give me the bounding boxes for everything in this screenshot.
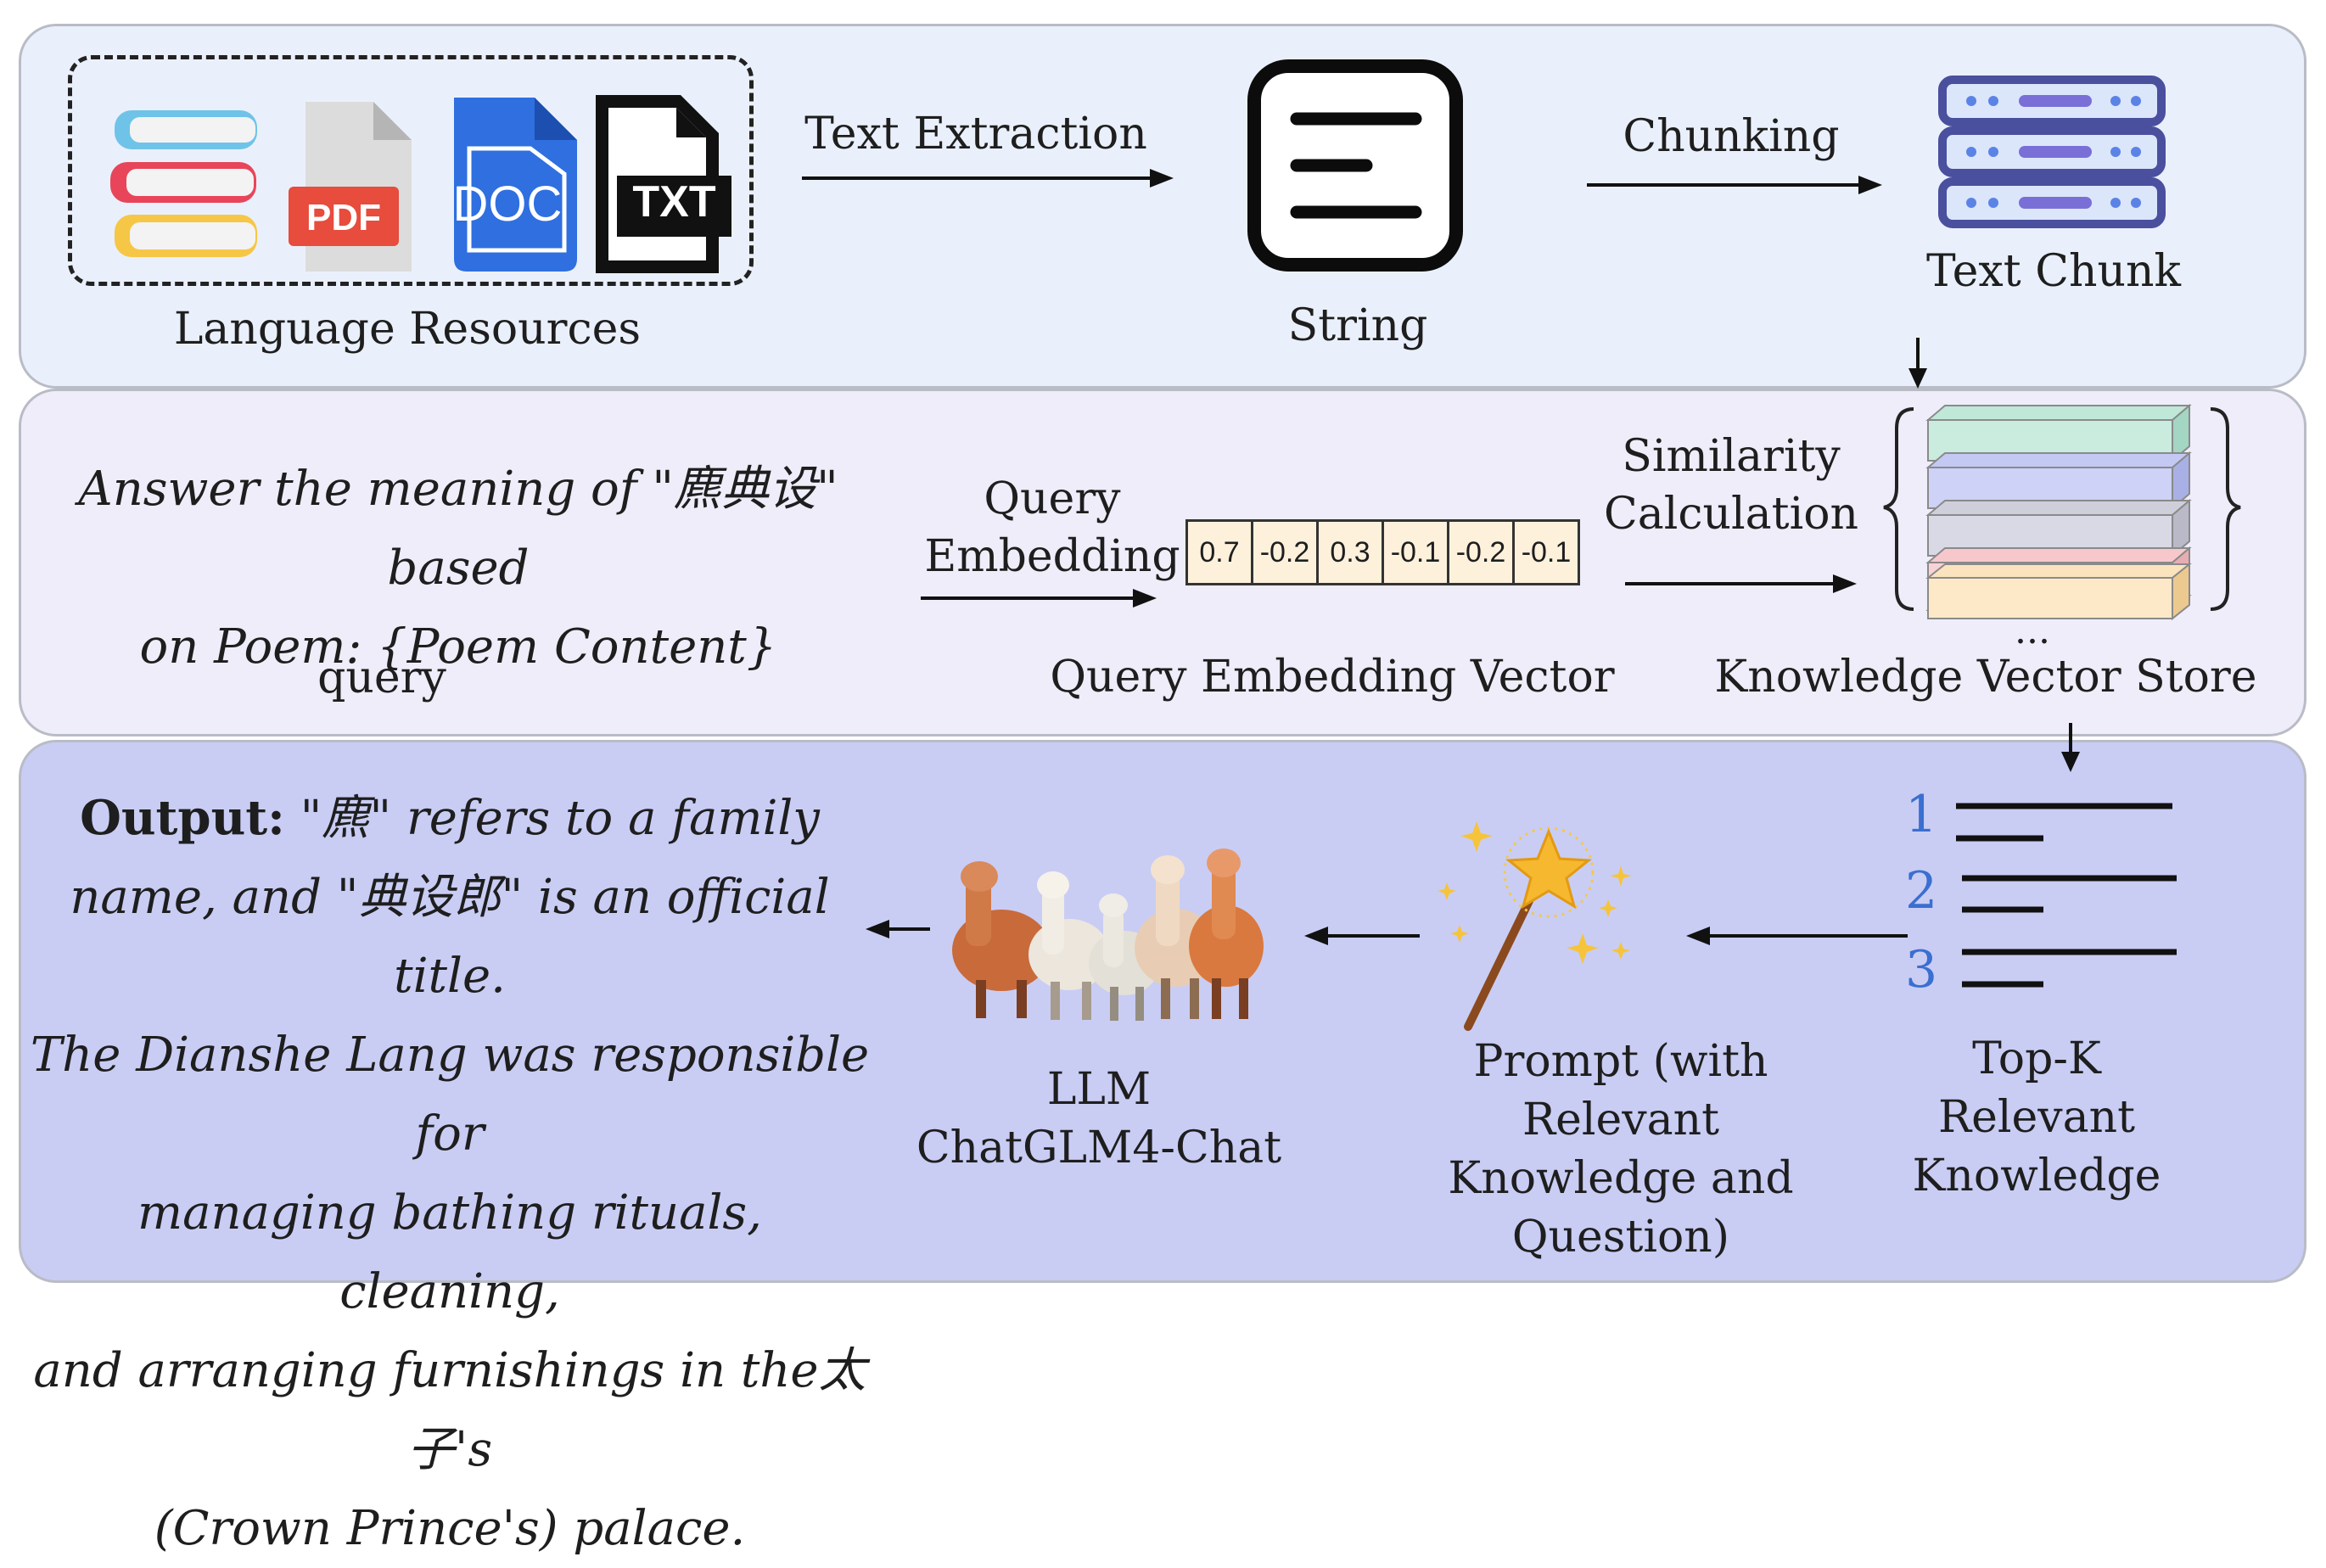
llm-label-line1: LLM: [1046, 1064, 1152, 1115]
query-embedding-label-line1: Query: [984, 473, 1121, 524]
similarity-label-line2: Calculation: [1604, 489, 1858, 540]
chunking-label: Chunking: [1623, 111, 1840, 162]
similarity-label-line1: Similarity: [1622, 431, 1841, 482]
query-embedding-vector: 0.7 -0.2 0.3 -0.1 -0.2 -0.1: [1185, 519, 1580, 585]
text-extraction-label: Text Extraction: [804, 109, 1147, 160]
topk-label-line2: Relevant: [1937, 1092, 2136, 1143]
vector-cell: 0.3: [1319, 522, 1384, 583]
vector-cell: -0.1: [1515, 522, 1578, 583]
query-text-line1: Answer the meaning of "麃典设" based: [78, 462, 838, 596]
arrow-extraction: [802, 169, 1174, 188]
output-label: Output:: [80, 790, 285, 846]
prompt-label-line2: Relevant: [1522, 1095, 1720, 1145]
pdf-icon: [289, 102, 412, 272]
rank-3: 3: [1905, 940, 1938, 1000]
books-icon: [110, 110, 257, 257]
arrow-similarity: [1625, 574, 1857, 593]
vector-store-ellipsis: ...: [2015, 609, 2050, 652]
topk-label-line1: Top-K: [1972, 1033, 2101, 1084]
ranked-list-icon: [1956, 803, 2177, 988]
arrow-chunking: [1587, 176, 1882, 194]
panel-retrieval: [19, 389, 2306, 736]
rank-1: 1: [1905, 785, 1938, 844]
txt-icon: [596, 95, 731, 273]
output-line1: Output: "麃" refers to a family: [25, 779, 874, 858]
output-line1-text: "麃" refers to a family: [284, 791, 820, 846]
output-text: Output: "麃" refers to a family name, and…: [25, 779, 874, 1568]
query-text: Answer the meaning of "麃典设" based on Poe…: [25, 450, 891, 686]
language-resources-label: Language Resources: [173, 304, 642, 355]
text-chunk-label: Text Chunk: [1926, 246, 2181, 297]
knowledge-vector-store-label: Knowledge Vector Store: [1714, 652, 2257, 703]
vector-cell: -0.1: [1384, 522, 1449, 583]
string-icon: [1247, 59, 1463, 272]
prompt-label-line4: Question): [1511, 1212, 1730, 1263]
pdf-label: PDF: [306, 197, 381, 238]
magic-wand-icon: [1438, 821, 1632, 1031]
output-line2: name, and "典设郎" is an official title.: [70, 870, 830, 1004]
llamas-illustration: [952, 848, 1264, 1021]
query-label: query: [317, 652, 446, 703]
vector-cell: -0.2: [1253, 522, 1319, 583]
prompt-label-line1: Prompt (with: [1473, 1036, 1768, 1087]
arrow-to-vector-store: [1908, 338, 1927, 389]
rank-2: 2: [1905, 861, 1938, 921]
vector-cell: -0.2: [1449, 522, 1515, 583]
arrow-to-topk: [2061, 723, 2080, 772]
doc-label: DOC: [452, 176, 563, 232]
prompt-label-line3: Knowledge and: [1448, 1153, 1794, 1204]
topk-label-line3: Knowledge: [1912, 1151, 2161, 1201]
output-line4: managing bathing rituals, cleaning,: [137, 1185, 762, 1319]
llm-label-line2: ChatGLM4-Chat: [916, 1123, 1282, 1173]
query-embedding-label-line2: Embedding: [924, 531, 1180, 582]
server-stack-icon: [1938, 76, 2166, 228]
doc-icon: [454, 98, 577, 272]
arrow-to-llm: [1304, 927, 1420, 945]
string-label: String: [1287, 300, 1428, 351]
query-text-line2: on Poem: {Poem Content}: [139, 619, 777, 675]
arrow-to-output: [866, 920, 930, 938]
output-line6: (Crown Prince's) palace.: [154, 1501, 746, 1556]
txt-label: TXT: [632, 177, 716, 227]
arrow-query-embedding: [921, 589, 1157, 608]
vector-cell: 0.7: [1188, 522, 1253, 583]
output-line3: The Dianshe Lang was responsible for: [30, 1028, 870, 1162]
arrow-to-prompt: [1686, 927, 1908, 945]
output-line5: and arranging furnishings in the太子's: [33, 1343, 866, 1477]
language-resources-box: [68, 55, 754, 286]
vector-store-bottom-layer: [1925, 562, 2192, 621]
query-embedding-vector-label: Query Embedding Vector: [1050, 652, 1615, 703]
